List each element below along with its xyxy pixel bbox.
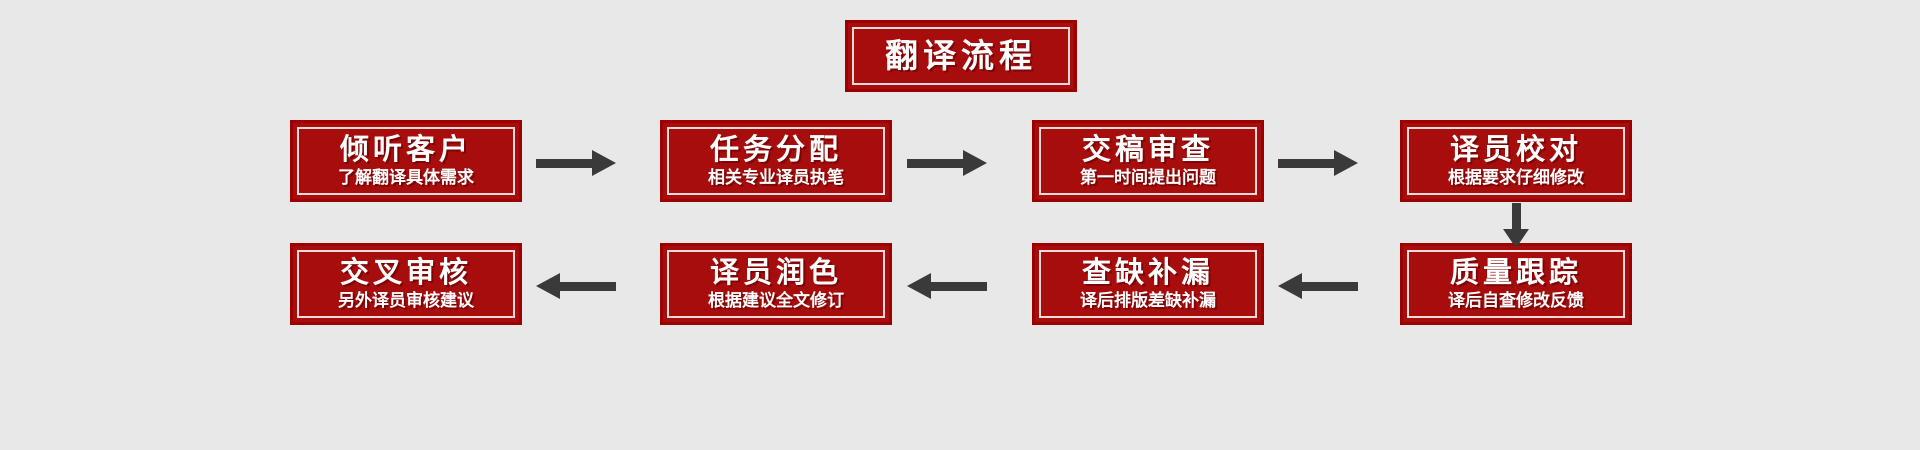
arrow-shaft xyxy=(1300,282,1358,291)
arrow-shaft xyxy=(1512,203,1521,231)
arrow-shaft xyxy=(558,282,616,291)
step-4-title: 译员校对 xyxy=(1449,134,1582,167)
arrow-head xyxy=(1278,273,1302,299)
arrow-head xyxy=(907,273,931,299)
step-box-6[interactable]: 查缺补漏 译后排版差缺补漏 xyxy=(1032,243,1264,325)
step-6-title: 查缺补漏 xyxy=(1081,257,1214,290)
step-5-subtitle: 译后自查修改反馈 xyxy=(1448,290,1584,310)
arrow-shaft xyxy=(907,159,965,168)
step-3-subtitle: 第一时间提出问题 xyxy=(1080,167,1216,187)
step-1-subtitle: 了解翻译具体需求 xyxy=(338,167,474,187)
step-7-subtitle: 根据建议全文修订 xyxy=(708,290,844,310)
arrow-left-icon-3 xyxy=(536,273,616,299)
arrow-right-icon-1 xyxy=(536,150,616,176)
arrow-head xyxy=(1334,150,1358,176)
flowchart-title-box: 翻译流程 xyxy=(845,20,1077,92)
step-box-8[interactable]: 交叉审核 另外译员审核建议 xyxy=(290,243,522,325)
step-8-title: 交叉审核 xyxy=(339,257,472,290)
step-1-title: 倾听客户 xyxy=(339,134,472,167)
step-box-7[interactable]: 译员润色 根据建议全文修订 xyxy=(660,243,892,325)
step-8-subtitle: 另外译员审核建议 xyxy=(338,290,474,310)
arrow-right-icon-2 xyxy=(907,150,987,176)
step-box-5[interactable]: 质量跟踪 译后自查修改反馈 xyxy=(1400,243,1632,325)
step-3-title: 交稿审查 xyxy=(1081,134,1214,167)
step-box-4[interactable]: 译员校对 根据要求仔细修改 xyxy=(1400,120,1632,202)
step-box-3[interactable]: 交稿审查 第一时间提出问题 xyxy=(1032,120,1264,202)
flowchart-title-label: 翻译流程 xyxy=(885,36,1037,74)
arrow-down-icon xyxy=(1503,203,1529,248)
arrow-head xyxy=(1503,229,1529,248)
step-4-subtitle: 根据要求仔细修改 xyxy=(1448,167,1584,187)
step-5-title: 质量跟踪 xyxy=(1449,257,1582,290)
arrow-head xyxy=(536,273,560,299)
step-box-2[interactable]: 任务分配 相关专业译员执笔 xyxy=(660,120,892,202)
arrow-left-icon-1 xyxy=(1278,273,1358,299)
arrow-head xyxy=(963,150,987,176)
arrow-shaft xyxy=(929,282,987,291)
arrow-right-icon-3 xyxy=(1278,150,1358,176)
step-box-1[interactable]: 倾听客户 了解翻译具体需求 xyxy=(290,120,522,202)
arrow-shaft xyxy=(536,159,594,168)
arrow-left-icon-2 xyxy=(907,273,987,299)
step-2-title: 任务分配 xyxy=(709,134,842,167)
step-7-title: 译员润色 xyxy=(709,257,842,290)
step-2-subtitle: 相关专业译员执笔 xyxy=(708,167,844,187)
arrow-head xyxy=(592,150,616,176)
step-6-subtitle: 译后排版差缺补漏 xyxy=(1080,290,1216,310)
arrow-shaft xyxy=(1278,159,1336,168)
